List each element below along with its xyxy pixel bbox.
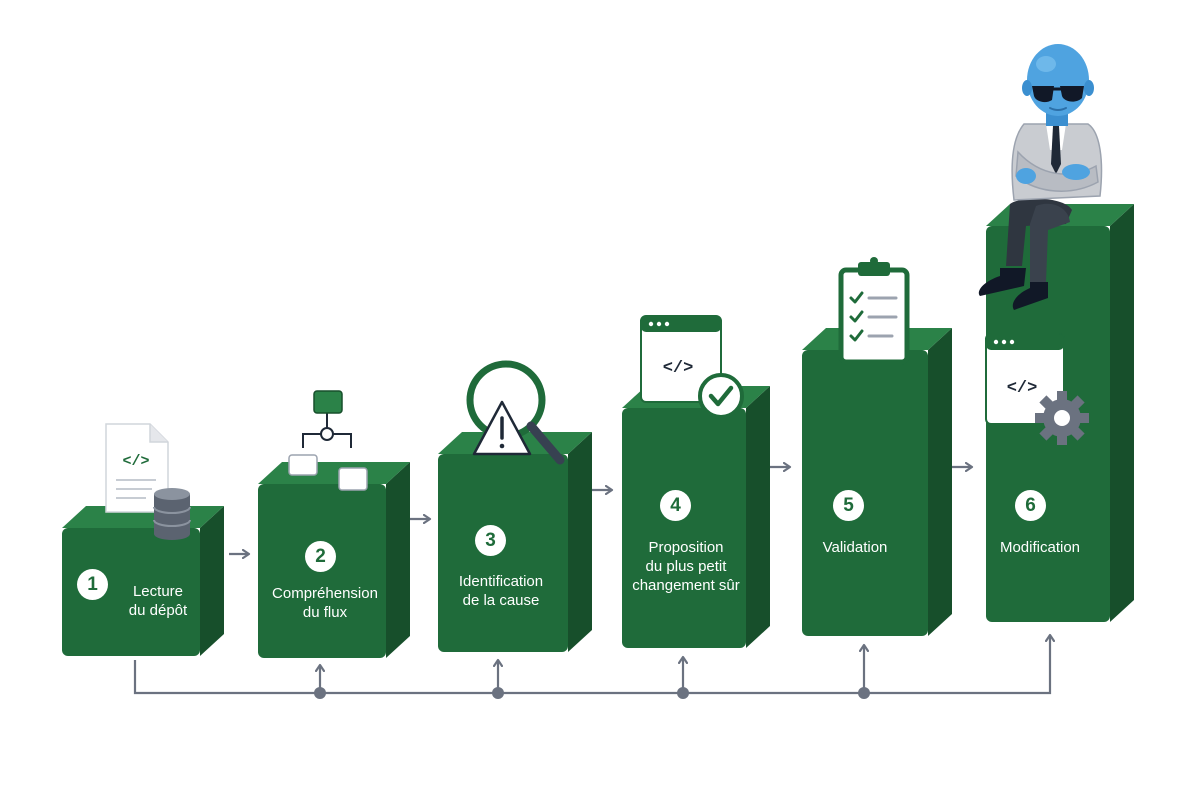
step-number-2: 2 — [305, 541, 336, 572]
step-label-4: Proposition du plus petit changement sûr — [632, 539, 740, 594]
step-number-6: 6 — [1015, 490, 1046, 521]
step-label-5: Validation — [822, 539, 888, 556]
step-label-2: Compréhension du flux — [272, 585, 378, 621]
robot-head — [1027, 44, 1089, 116]
code-window-check-icon: </> — [640, 315, 744, 419]
feedback-loop — [133, 636, 1050, 699]
checklist-clipboard-icon — [838, 257, 910, 365]
step-block-5 — [802, 328, 952, 636]
step-number-4: 4 — [660, 490, 691, 521]
block-side — [568, 432, 592, 652]
block-front — [438, 454, 568, 652]
step-arrows — [229, 467, 971, 554]
step-blocks — [62, 204, 1134, 658]
svg-text:</>: </> — [122, 453, 149, 470]
code-file-database-icon: </> — [105, 423, 191, 540]
step-number-3: 3 — [475, 525, 506, 556]
block-side — [200, 506, 224, 656]
flowchart-icon — [288, 390, 368, 491]
feedback-node-1 — [314, 687, 326, 699]
block-top — [258, 462, 410, 484]
step-block-1 — [62, 506, 224, 656]
feedback-node-3 — [677, 687, 689, 699]
step-block-4 — [622, 386, 770, 648]
block-side — [746, 386, 770, 648]
svg-text:</>: </> — [663, 359, 694, 378]
warning-magnifier-icon — [466, 360, 565, 465]
feedback-node-4 — [858, 687, 870, 699]
robot-figure — [978, 44, 1103, 310]
block-side — [386, 462, 410, 658]
step-number-5: 5 — [833, 490, 864, 521]
step-block-3 — [438, 432, 592, 652]
block-front — [622, 408, 746, 648]
svg-text:</>: </> — [1007, 379, 1038, 398]
step-label-1: Lecture du dépôt — [128, 583, 188, 619]
sunglasses-icon — [1032, 86, 1084, 103]
block-front — [802, 350, 928, 636]
code-window-gear-icon: </> — [985, 333, 1089, 445]
step-number-1: 1 — [77, 569, 108, 600]
block-side — [928, 328, 952, 636]
block-side — [1110, 204, 1134, 622]
feedback-node-2 — [492, 687, 504, 699]
step-label-6: Modification — [999, 539, 1081, 556]
feedback-bus-line — [133, 636, 1050, 695]
database-icon — [153, 488, 191, 540]
block-front — [62, 528, 200, 656]
gear-icon — [1035, 391, 1089, 445]
step-label-3: Identification de la cause — [458, 573, 544, 609]
